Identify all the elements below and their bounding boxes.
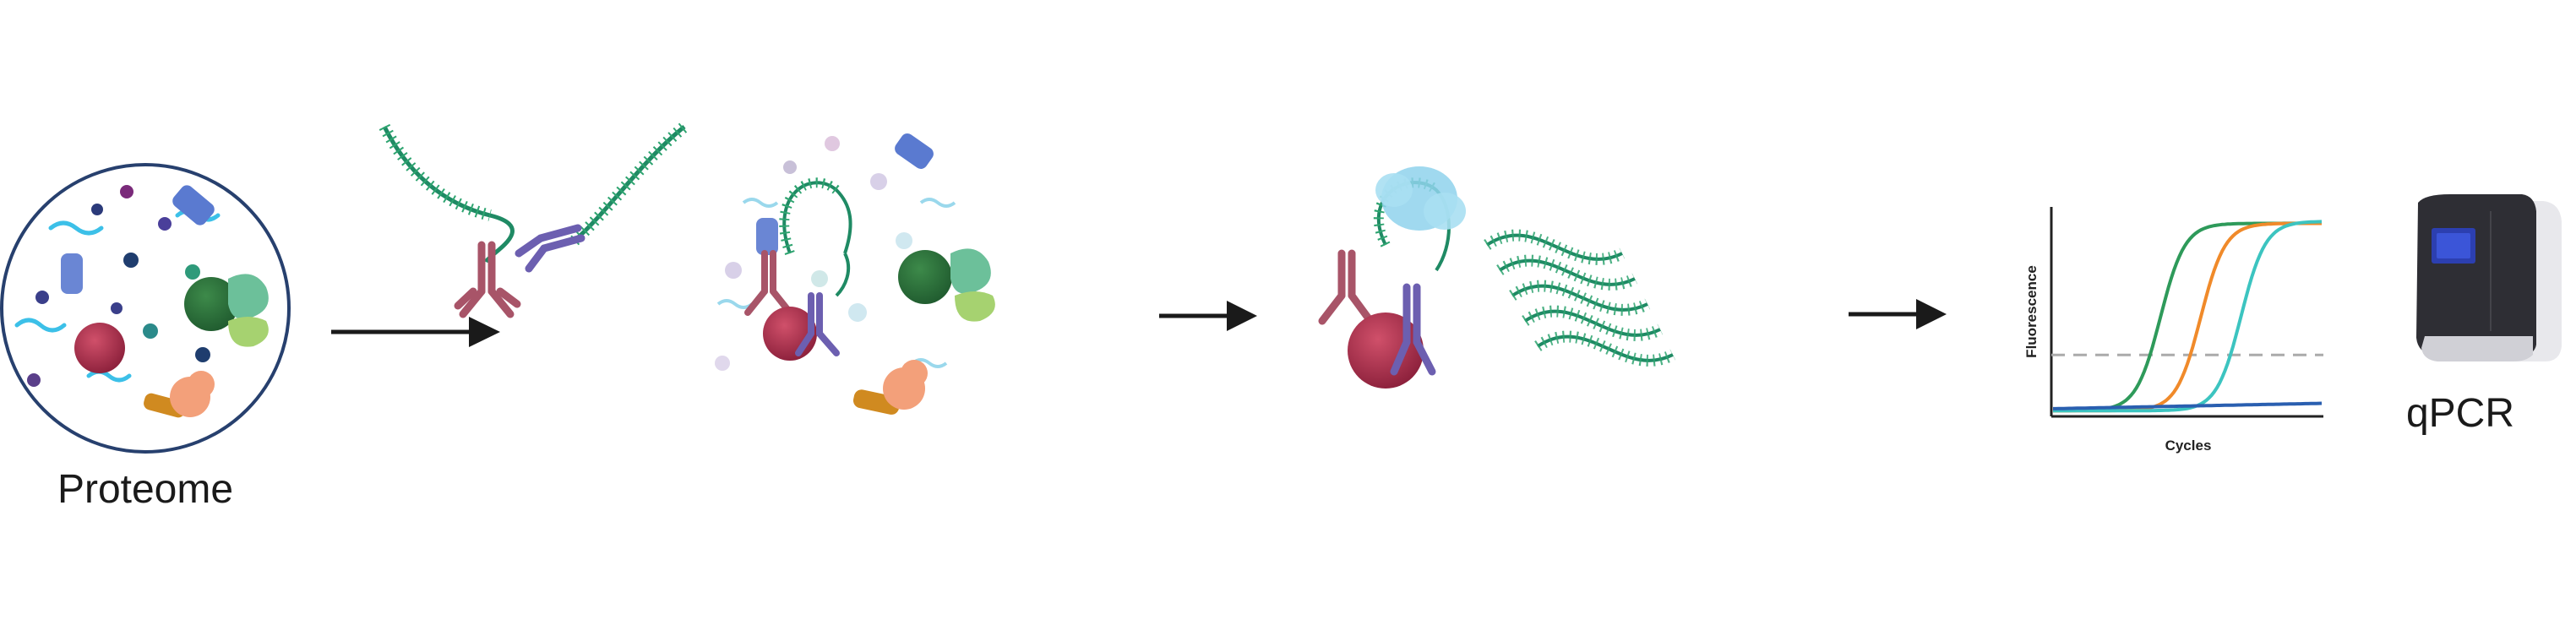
amplification-plot-icon: Cycles Fluorescence [2023,207,2323,454]
ligase-icon [1318,166,1466,389]
arrow-3 [1849,299,1947,329]
proteome-label: Proteome [57,467,233,512]
qpcr-instrument-icon [2416,194,2562,361]
arrow-1 [331,317,500,347]
qpcr-label: qPCR [2406,391,2514,436]
dna-amplicon-icon [1484,229,1676,367]
amplification-curve-2 [2053,221,2322,413]
proteome-circle-icon [0,163,291,454]
amplification-curve-3 [2053,220,2323,413]
x-axis-label: Cycles [2165,438,2212,454]
curves-group [2053,220,2323,413]
arrow-2 [1159,301,1257,331]
y-axis-label: Fluorescence [2023,265,2040,358]
amplification-curve-1 [2053,221,2322,413]
sample-mixture-icon [715,133,995,415]
antibody-oligo-probe-icon [379,122,689,318]
amplification-curve-4 [2053,401,2323,410]
